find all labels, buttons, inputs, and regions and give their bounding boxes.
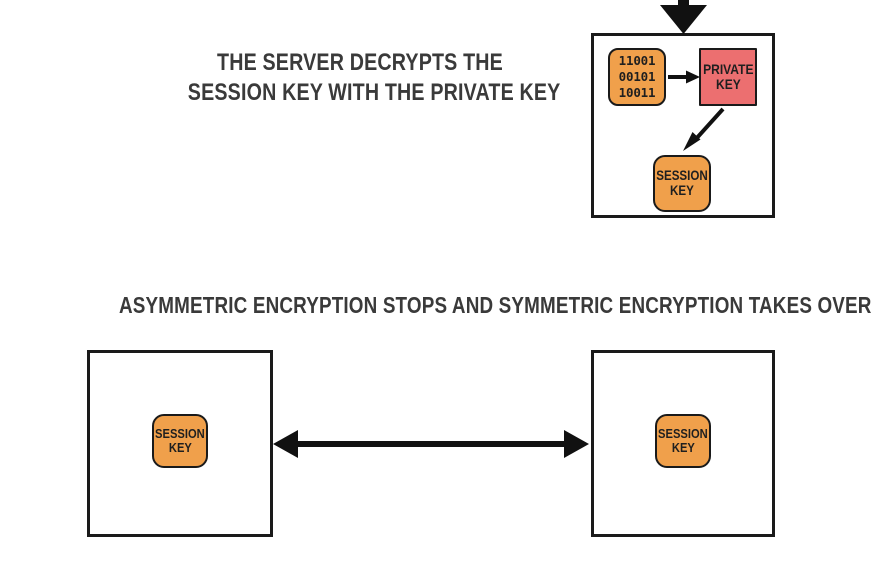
left-session-key-line-2: KEY xyxy=(168,440,192,455)
server-session-key-line-1: SESSION xyxy=(656,168,708,184)
private-key-chip: PRIVATE KEY xyxy=(699,48,757,106)
left-session-key-line-1: SESSION xyxy=(155,426,205,442)
binary-line-1: 11001 xyxy=(618,53,656,68)
encrypted-binary-chip: 11001 00101 10011 xyxy=(608,48,666,106)
private-key-line-1: PRIVATE xyxy=(702,61,754,78)
heading-server-decrypts: THE SERVER DECRYPTS THE SESSION KEY WITH… xyxy=(187,48,561,108)
heading-server-decrypts-line2: SESSION KEY WITH THE PRIVATE KEY xyxy=(187,79,561,106)
server-session-key-line-2: KEY xyxy=(670,182,694,198)
right-session-key-line-2: KEY xyxy=(671,440,695,455)
left-session-key-chip: SESSION KEY xyxy=(152,414,208,468)
server-session-key-chip: SESSION KEY xyxy=(653,155,711,212)
heading-server-decrypts-line1: THE SERVER DECRYPTS THE xyxy=(217,49,503,76)
right-session-key-chip: SESSION KEY xyxy=(655,414,711,468)
right-session-key-line-1: SESSION xyxy=(658,426,708,442)
private-key-line-2: KEY xyxy=(715,76,741,92)
heading-symmetric-takeover: ASYMMETRIC ENCRYPTION STOPS AND SYMMETRI… xyxy=(119,292,872,318)
binary-line-2: 00101 xyxy=(618,69,656,84)
incoming-down-arrow-icon xyxy=(660,0,707,34)
symmetric-channel-double-arrow-icon xyxy=(273,430,589,458)
binary-line-3: 10011 xyxy=(618,85,656,100)
